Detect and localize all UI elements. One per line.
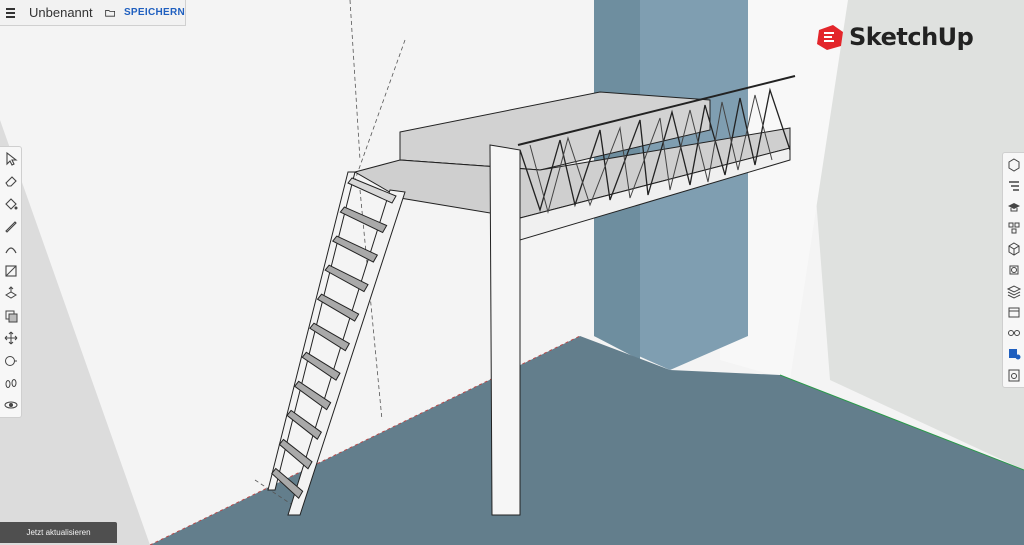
right-toolbar [1002, 152, 1024, 388]
wall-corner [720, 0, 848, 380]
railing-zigzag [519, 87, 791, 213]
instructor-icon[interactable] [1006, 199, 1022, 215]
left-toolbar [0, 146, 22, 418]
scenes-icon[interactable] [1006, 304, 1022, 320]
railing-top [517, 75, 796, 146]
ladder-step [286, 409, 322, 440]
right-wall [790, 0, 1024, 470]
pencil-icon[interactable] [3, 218, 19, 234]
save-button[interactable]: SPEICHERN [123, 7, 185, 18]
guide-line [354, 39, 406, 181]
tape-measure-icon[interactable] [3, 353, 19, 369]
arc-icon[interactable] [3, 241, 19, 257]
support-post [489, 144, 521, 516]
styles-icon[interactable] [1006, 262, 1022, 278]
sketchup-logo-icon [817, 25, 843, 50]
move-icon[interactable] [3, 330, 19, 346]
ladder-step [339, 206, 388, 234]
green-axis [779, 374, 1024, 471]
ladder-step [278, 438, 313, 470]
update-now-button[interactable]: Jetzt aktualisieren [0, 522, 117, 543]
document-bar: Unbenannt SPEICHERN [0, 0, 186, 26]
entity-info-icon[interactable] [1006, 157, 1022, 173]
sketchup-logo: SketchUp [815, 22, 974, 52]
guide-line [349, 0, 361, 161]
ladder-step [293, 380, 332, 411]
brand-name: SketchUp [849, 23, 974, 51]
left-wall [0, 120, 150, 545]
layers-icon[interactable] [1006, 283, 1022, 299]
guide-line [359, 189, 383, 421]
ladder [267, 171, 406, 516]
materials-icon[interactable] [1006, 241, 1022, 257]
solar-icon[interactable] [1006, 346, 1022, 362]
ladder-step [301, 351, 341, 381]
offset-icon[interactable] [3, 308, 19, 324]
floor [150, 336, 1024, 545]
ladder-steps [271, 177, 397, 500]
push-pull-icon[interactable] [3, 285, 19, 301]
ladder-step [316, 293, 360, 322]
outliner-icon[interactable] [1006, 178, 1022, 194]
ladder-step [271, 467, 304, 500]
export-icon[interactable] [1006, 367, 1022, 383]
ladder-step [347, 177, 397, 204]
components-icon[interactable] [1006, 220, 1022, 236]
select-icon[interactable] [3, 151, 19, 167]
document-title[interactable]: Unbenannt [29, 5, 93, 20]
orbit-icon[interactable] [3, 397, 19, 413]
ladder-step [331, 235, 379, 263]
walk-icon[interactable] [3, 375, 19, 391]
folder-icon[interactable] [104, 7, 115, 19]
railing-zigzag-back [529, 94, 773, 214]
rectangle-icon[interactable] [3, 263, 19, 279]
ladder-step [309, 322, 351, 352]
paint-bucket-icon[interactable] [3, 196, 19, 212]
display-icon[interactable] [1006, 325, 1022, 341]
ladder-step [324, 264, 369, 293]
menu-icon[interactable] [6, 7, 16, 18]
eraser-icon[interactable] [3, 173, 19, 189]
ladder-rail-left [267, 171, 356, 491]
